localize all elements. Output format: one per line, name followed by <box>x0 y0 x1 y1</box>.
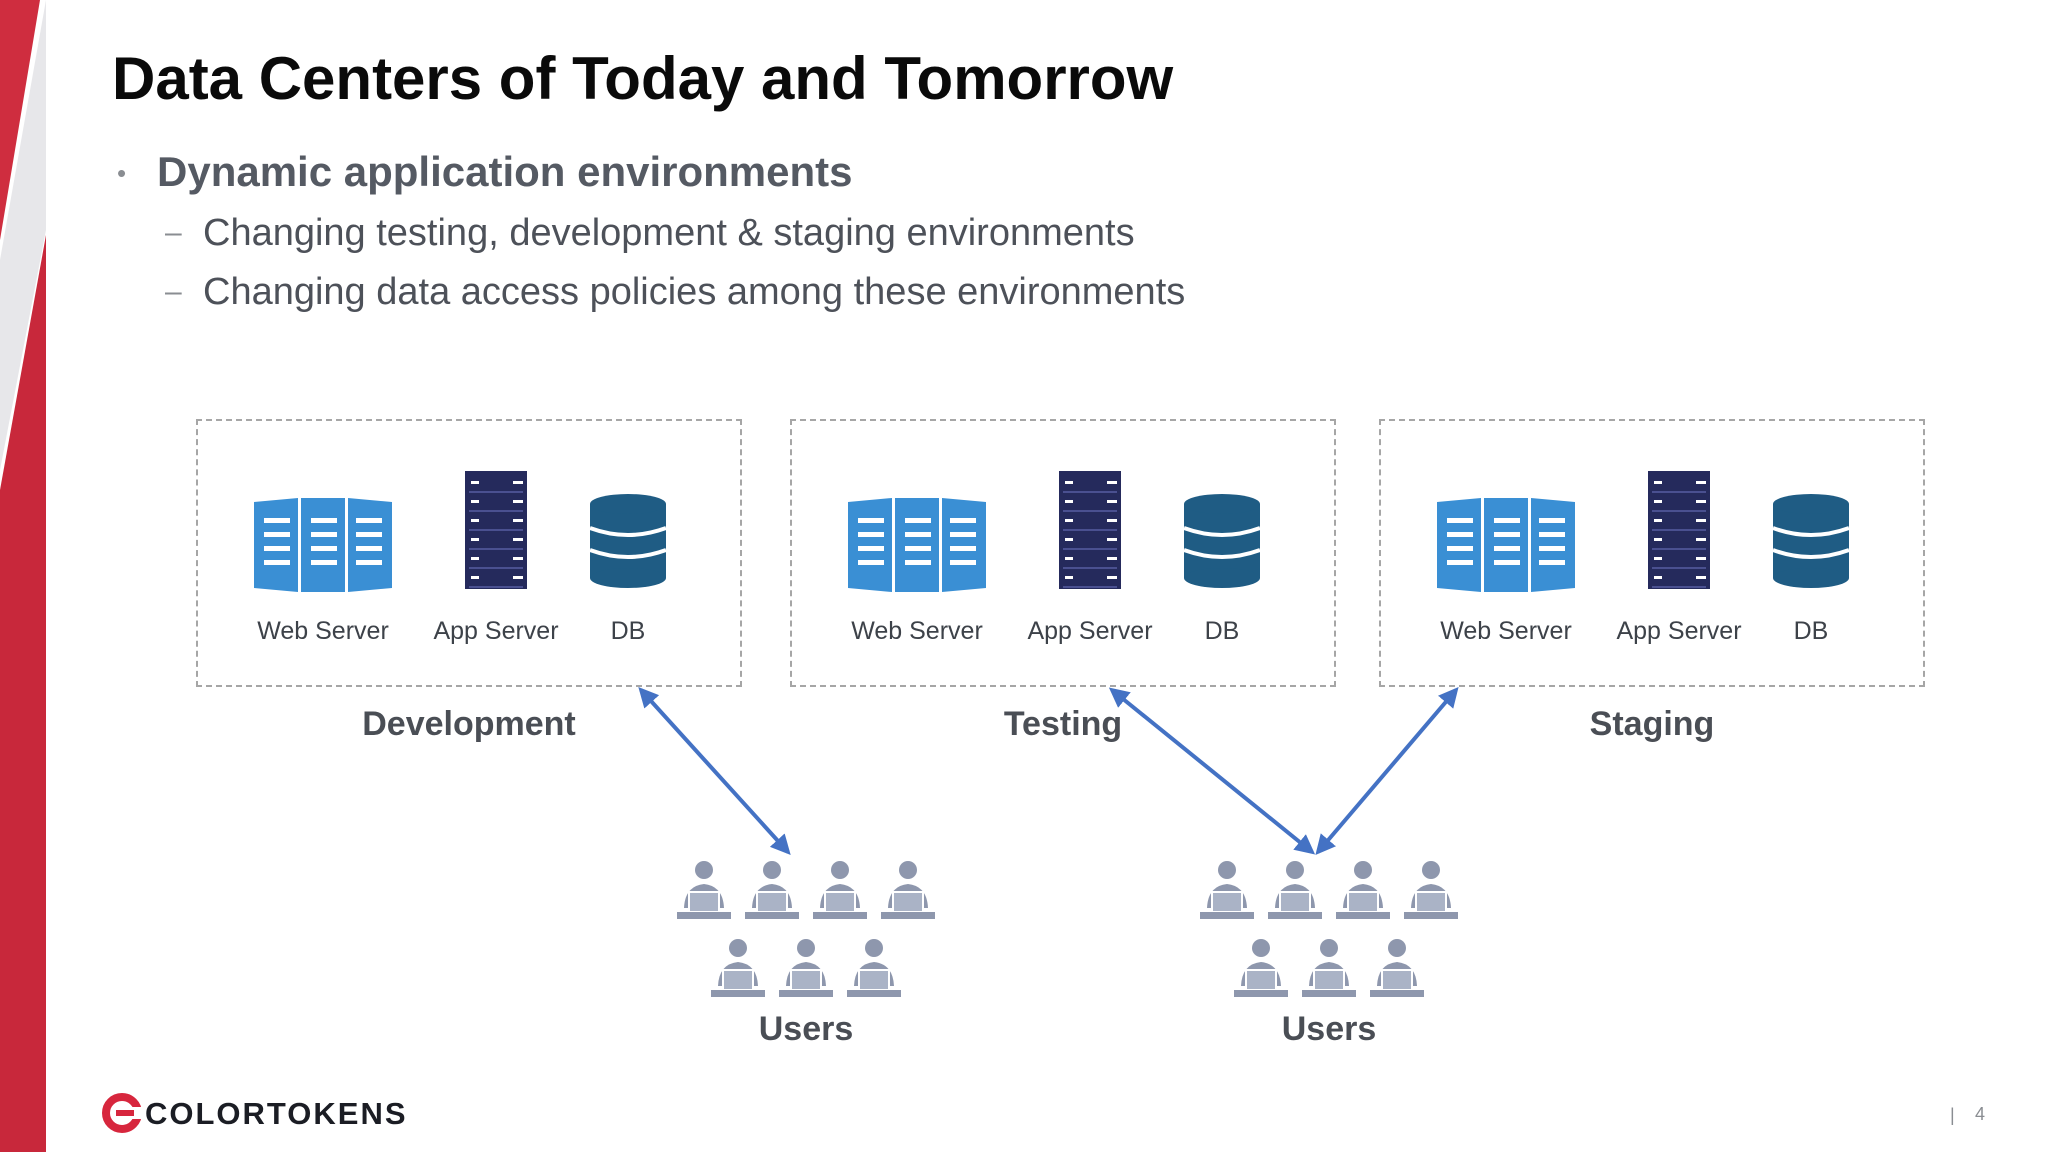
server-label: DB <box>610 617 646 645</box>
environment-box-testing <box>790 419 1336 687</box>
arrow-development-users <box>638 687 791 855</box>
user-computer-icon <box>1200 858 1254 924</box>
user-computer-icon <box>1302 936 1356 1002</box>
page-separator: | <box>1950 1105 1955 1125</box>
page-number: 4 <box>1975 1104 1986 1124</box>
server-label: DB <box>1793 617 1829 645</box>
environment-title: Development <box>362 705 576 743</box>
user-computer-icon <box>813 858 867 924</box>
database-icon <box>1183 494 1261 588</box>
brand-wordmark: COLORTOKENS <box>145 1096 408 1131</box>
sub-bullet-dash: – <box>165 275 182 308</box>
app-server-icon <box>1059 471 1121 589</box>
user-computer-icon <box>677 858 731 924</box>
server-label: App Server <box>1027 617 1153 645</box>
environment-box-development <box>196 419 742 687</box>
environment-title: Staging <box>1589 705 1715 743</box>
sub-bullet-1: Changing testing, development & staging … <box>203 212 1135 254</box>
user-computer-icon <box>881 858 935 924</box>
user-computer-icon <box>711 936 765 1002</box>
sub-bullet-dash: – <box>165 216 182 249</box>
user-computer-icon <box>1234 936 1288 1002</box>
arrow-staging-users <box>1315 686 1459 856</box>
web-server-icon <box>1437 498 1575 592</box>
environment-title: Testing <box>1003 705 1123 743</box>
server-label: DB <box>1204 617 1240 645</box>
server-label: Web Server <box>257 617 389 645</box>
server-label: Web Server <box>1440 617 1572 645</box>
server-label: App Server <box>1616 617 1742 645</box>
bullet-dot: • <box>117 158 127 188</box>
users-label: Users <box>1281 1010 1377 1048</box>
sub-bullet-2: Changing data access policies among thes… <box>203 271 1186 313</box>
user-computer-icon <box>1370 936 1424 1002</box>
colortokens-logo-icon <box>102 1093 142 1133</box>
users-label: Users <box>758 1010 854 1048</box>
user-computer-icon <box>779 936 833 1002</box>
web-server-icon <box>254 498 392 592</box>
user-computer-icon <box>1268 858 1322 924</box>
slide-title: Data Centers of Today and Tomorrow <box>112 45 1174 112</box>
server-label: App Server <box>433 617 559 645</box>
app-server-icon <box>1648 471 1710 589</box>
web-server-icon <box>848 498 986 592</box>
user-computer-icon <box>745 858 799 924</box>
environment-box-staging <box>1379 419 1925 687</box>
server-label: Web Server <box>851 617 983 645</box>
user-computer-icon <box>1404 858 1458 924</box>
user-computer-icon <box>1336 858 1390 924</box>
bullet-main: Dynamic application environments <box>157 148 853 195</box>
accent-stripe <box>0 0 46 1152</box>
database-icon <box>1772 494 1850 588</box>
app-server-icon <box>465 471 527 589</box>
database-icon <box>589 494 667 588</box>
user-computer-icon <box>847 936 901 1002</box>
arrow-testing-users <box>1108 687 1316 855</box>
